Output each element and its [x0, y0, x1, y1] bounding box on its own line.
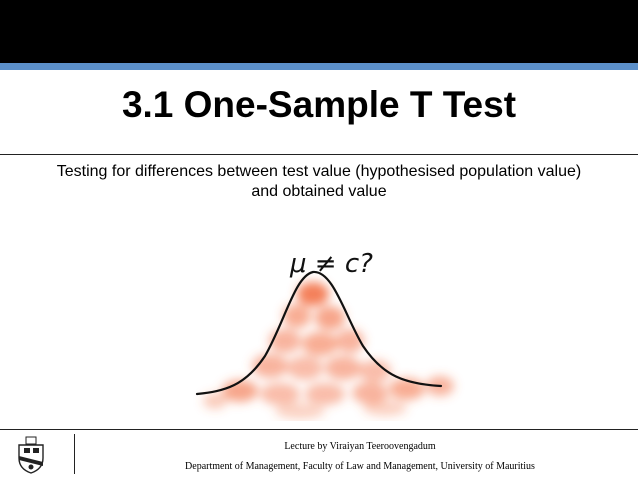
orange-blob-cloud [203, 282, 454, 419]
header-accent-stripe [0, 63, 638, 70]
subtitle-line-1: Testing for differences between test val… [56, 163, 582, 180]
slide-title: 3.1 One-Sample T Test [121, 84, 517, 125]
slide-subtitle: Testing for differences between test val… [0, 162, 638, 202]
distribution-sketch: μ ≠ c? [195, 249, 454, 419]
footer-department: Department of Management, Faculty of Law… [185, 461, 535, 472]
footer-divider [0, 429, 638, 430]
university-crest-icon [18, 436, 44, 474]
footer-lecturer: Lecture by Viraiyan Teeroovengadum [284, 441, 436, 452]
footer-vertical-divider [74, 434, 75, 474]
title-divider [0, 154, 638, 155]
subtitle-line-2: and obtained value [251, 183, 387, 200]
header-bar [0, 0, 638, 63]
normal-curve [195, 270, 443, 396]
mu-not-equal-c-annotation: μ ≠ c? [289, 249, 373, 279]
